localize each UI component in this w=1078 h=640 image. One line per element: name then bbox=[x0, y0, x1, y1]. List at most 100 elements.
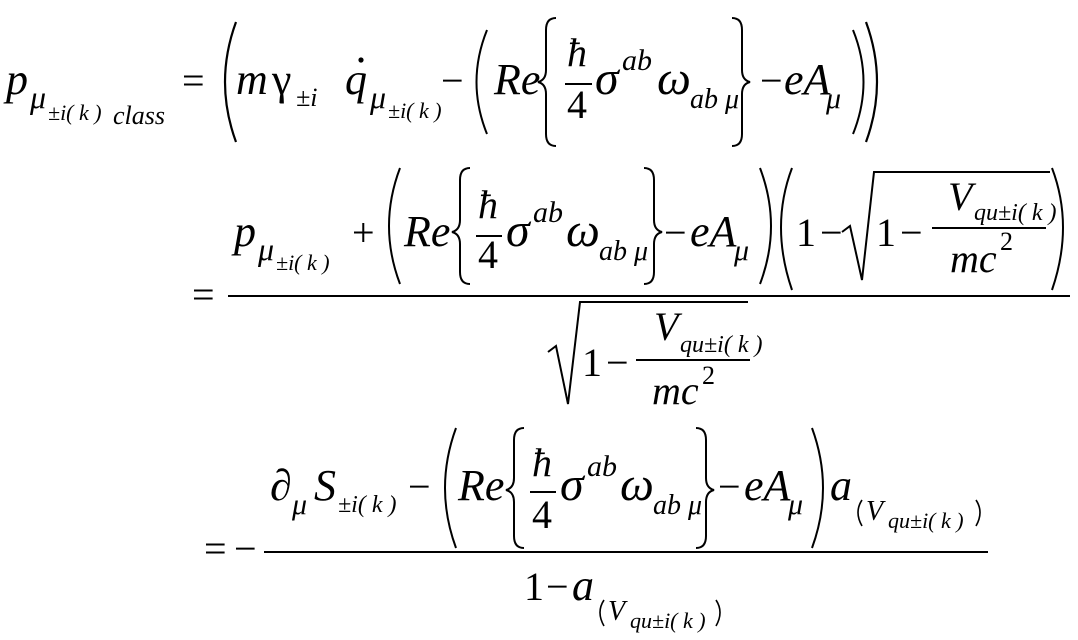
num-left-brace bbox=[451, 167, 471, 285]
lhs-class-subscript: class bbox=[113, 101, 165, 130]
num3-a-subscript-sub: qu±i( k ) bbox=[888, 508, 964, 533]
den3-sub-right-paren bbox=[715, 599, 721, 627]
eA: eA bbox=[784, 55, 832, 104]
num-sigma: σ bbox=[506, 204, 532, 257]
num-eA: eA bbox=[690, 207, 738, 256]
num3-minus-2: − bbox=[718, 464, 741, 509]
S: S bbox=[314, 461, 336, 510]
num3-four: 4 bbox=[532, 492, 552, 537]
right-brace bbox=[731, 17, 751, 147]
den-one: 1 bbox=[582, 340, 602, 385]
omega: ω bbox=[657, 52, 691, 105]
partial: ∂ bbox=[270, 461, 292, 510]
numerator-p: p bbox=[231, 207, 256, 256]
factor-sqrt bbox=[841, 171, 1050, 281]
num3-a-subscript-V: V bbox=[866, 496, 886, 527]
equation-line-2: = p μ ±i( k ) + Re ħ 4 σ ab ω ab μ − eA … bbox=[192, 167, 1070, 413]
equals-sign-2: = bbox=[192, 272, 215, 317]
num3-omega: ω bbox=[620, 458, 654, 511]
num3-a: a bbox=[830, 461, 852, 510]
lhs-mu: μ bbox=[29, 79, 46, 115]
a-sub-left-paren bbox=[857, 499, 863, 527]
factor-right-paren bbox=[1051, 167, 1064, 291]
hbar: ħ bbox=[567, 30, 587, 75]
gamma-subscript: ±i bbox=[296, 83, 318, 112]
den3-one: 1 bbox=[524, 564, 544, 609]
num-omega: ω bbox=[566, 204, 600, 257]
factor-minus: − bbox=[820, 210, 843, 255]
factor-inner-minus: − bbox=[900, 210, 923, 255]
num3-hbar: ħ bbox=[532, 440, 552, 485]
den-minus: − bbox=[606, 340, 629, 385]
equals-sign: = bbox=[182, 58, 205, 103]
factor-mc-square: 2 bbox=[1000, 227, 1013, 256]
num-right-paren bbox=[759, 167, 772, 285]
partial-mu: μ bbox=[291, 488, 307, 521]
plus-sign: + bbox=[352, 210, 375, 255]
A-subscript-mu: μ bbox=[825, 82, 841, 115]
lhs-subscript: ±i( k ) bbox=[48, 100, 102, 125]
factor-inner-one: 1 bbox=[876, 210, 896, 255]
den3-a-subscript-V: V bbox=[608, 596, 628, 627]
dot-accent bbox=[358, 57, 364, 63]
num-left-paren bbox=[388, 167, 401, 285]
sigma: σ bbox=[595, 52, 621, 105]
num3-right-paren bbox=[811, 427, 824, 549]
den-sqrt bbox=[547, 301, 748, 405]
equation-line-1: p μ ±i( k ) class = m γ ±i q μ ±i( k ) −… bbox=[3, 17, 879, 147]
num3-sigma: σ bbox=[560, 458, 586, 511]
minus-sign-2: − bbox=[760, 58, 783, 103]
q-subscript: ±i( k ) bbox=[388, 98, 442, 123]
factor-left-paren bbox=[780, 167, 793, 291]
numerator-p-mu: μ bbox=[257, 231, 274, 267]
factor-mc: mc bbox=[950, 236, 997, 281]
S-subscript: ±i( k ) bbox=[338, 492, 396, 518]
numerator-p-subscript: ±i( k ) bbox=[276, 250, 330, 275]
equation-line-3: = − ∂ μ S ±i( k ) − Re ħ 4 σ ab ω ab μ −… bbox=[204, 427, 988, 633]
q-dot: q bbox=[345, 55, 367, 104]
den-V-subscript: qu±i( k ) bbox=[680, 332, 762, 358]
minus-sign: − bbox=[441, 58, 464, 103]
equals-sign-3: = bbox=[204, 526, 227, 571]
den3-sub-left-paren bbox=[599, 599, 605, 627]
inner-right-paren bbox=[852, 29, 865, 135]
lhs-p: p bbox=[3, 55, 28, 104]
num-re-operator: Re bbox=[403, 207, 450, 256]
num-omega-subscript: ab μ bbox=[599, 236, 648, 267]
num-hbar: ħ bbox=[478, 182, 498, 227]
big-right-paren bbox=[864, 21, 879, 143]
sigma-superscript: ab bbox=[622, 44, 652, 77]
num3-minus: − bbox=[408, 464, 431, 509]
factor-V: V bbox=[948, 174, 977, 219]
num3-sigma-superscript: ab bbox=[587, 450, 617, 483]
factor-one: 1 bbox=[796, 210, 816, 255]
den3-minus: − bbox=[546, 564, 569, 609]
den-mc-square: 2 bbox=[702, 361, 715, 390]
num3-omega-subscript: ab μ bbox=[653, 490, 702, 521]
four: 4 bbox=[567, 82, 587, 127]
num3-eA: eA bbox=[744, 461, 792, 510]
q-mu: μ bbox=[369, 79, 386, 115]
left-brace bbox=[537, 17, 557, 147]
big-left-paren bbox=[223, 21, 238, 143]
den-V: V bbox=[654, 304, 683, 349]
mass-m: m bbox=[236, 55, 268, 104]
a-sub-right-paren bbox=[975, 499, 981, 527]
re-operator: Re bbox=[493, 55, 540, 104]
num3-right-brace bbox=[695, 427, 715, 549]
den3-a: a bbox=[572, 561, 594, 610]
num-right-brace bbox=[643, 167, 663, 285]
num-A-subscript-mu: μ bbox=[733, 234, 749, 267]
gamma: γ bbox=[271, 55, 291, 104]
num3-re-operator: Re bbox=[457, 461, 504, 510]
num-four: 4 bbox=[478, 232, 498, 277]
num-minus: − bbox=[664, 210, 687, 255]
num3-left-brace bbox=[505, 427, 525, 549]
factor-V-subscript: qu±i( k ) bbox=[974, 200, 1056, 226]
num3-left-paren bbox=[444, 427, 457, 549]
den3-a-subscript-sub: qu±i( k ) bbox=[630, 608, 706, 633]
num-sigma-superscript: ab bbox=[533, 196, 563, 229]
den-mc: mc bbox=[652, 368, 699, 413]
inner-left-paren bbox=[475, 29, 488, 135]
